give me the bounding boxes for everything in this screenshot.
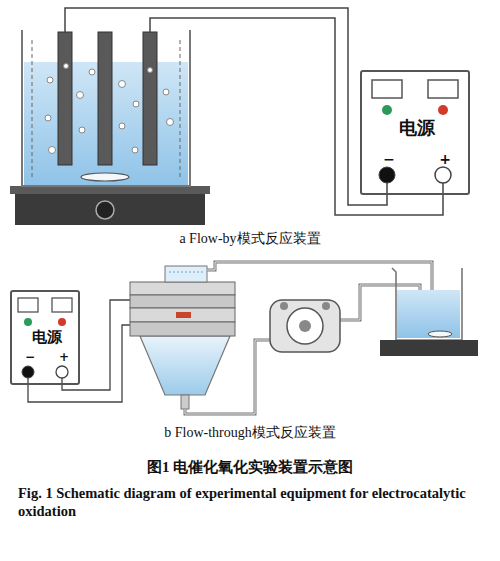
pump-clamp — [322, 302, 330, 310]
stir-bar — [428, 331, 452, 337]
display — [18, 298, 38, 312]
electrode — [58, 32, 72, 165]
device-label: 电源 — [399, 118, 435, 138]
display — [52, 298, 72, 312]
electrode — [143, 32, 157, 165]
stirrer-base — [15, 190, 205, 225]
panel-caption: b Flow-through模式反应装置 — [164, 424, 336, 442]
stirrer-plate — [10, 186, 210, 194]
power-supply: 电源− + — [360, 70, 470, 195]
stirrer-base — [380, 340, 478, 356]
water-surface — [169, 272, 203, 273]
stirrer-knob — [96, 201, 114, 219]
beaker-wall — [22, 30, 190, 186]
bubbles — [45, 64, 174, 154]
power-supply: 电源 − + — [10, 290, 80, 385]
peristaltic-pump — [270, 300, 340, 352]
device-label: 电源 — [32, 329, 62, 346]
indicator-red — [58, 318, 66, 326]
polarity-sign: − — [383, 152, 395, 167]
terminal-positive — [435, 167, 451, 183]
wire — [65, 8, 387, 205]
display — [372, 80, 402, 98]
indicator-green — [24, 318, 32, 326]
figure-caption: 图1 电催化氧化实验装置示意图 — [147, 458, 353, 477]
reactor-plate — [130, 322, 235, 336]
terminal-negative — [22, 366, 34, 378]
polarity-sign: + — [59, 351, 69, 364]
indicator-red — [438, 105, 448, 115]
panel-caption: a Flow-by模式反应装置 — [179, 230, 320, 248]
wire — [62, 300, 130, 390]
stir-bar — [81, 173, 129, 181]
indicator-green — [382, 105, 392, 115]
polarity-sign: + — [439, 152, 451, 167]
beaker-wall — [392, 268, 462, 340]
figure-caption-english: Fig. 1 Schematic diagram of experimental… — [18, 484, 484, 520]
inner-line — [180, 40, 181, 180]
polarity-sign: − — [25, 351, 35, 364]
reactor-plate — [130, 282, 235, 295]
reactor-cone — [140, 336, 230, 395]
pump-head — [287, 308, 323, 344]
top-reservoir — [165, 266, 207, 282]
pump-clamp — [280, 302, 288, 310]
inner-line — [32, 40, 33, 180]
display — [428, 80, 458, 98]
reactor-plate — [130, 308, 235, 322]
outlet — [181, 395, 189, 409]
electrode-membrane — [176, 312, 191, 318]
terminal-negative — [379, 167, 395, 183]
electrolyte — [397, 290, 460, 338]
wire — [150, 18, 443, 215]
tube — [185, 340, 270, 414]
reactor-plate — [130, 295, 235, 308]
pump-rotor — [299, 320, 311, 332]
tube-core — [185, 340, 270, 414]
electrode — [98, 32, 112, 165]
terminal-positive — [56, 366, 68, 378]
